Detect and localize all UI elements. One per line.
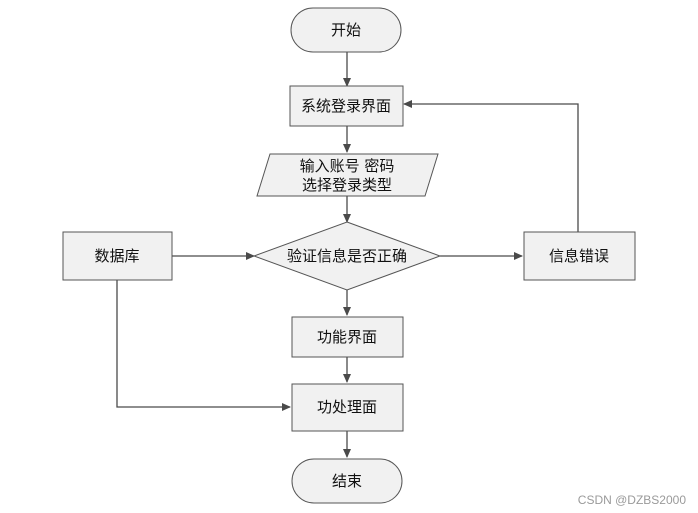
edge-database-to-process (116, 280, 291, 411)
start-label: 开始 (331, 21, 361, 39)
start-terminal (290, 7, 402, 53)
input-parallelogram (256, 153, 439, 197)
watermark: CSDN @DZBS2000 (577, 493, 686, 507)
verify-diamond (252, 221, 442, 291)
function-ui-label: 功能界面 (317, 328, 377, 346)
edge-error-to-login (403, 100, 579, 232)
login-ui-box (289, 85, 404, 127)
function-ui-box (291, 316, 404, 358)
process-ui-label: 功处理面 (317, 398, 377, 416)
process-ui-box (291, 383, 404, 432)
verify-label: 验证信息是否正确 (287, 247, 407, 265)
login-ui-label: 系统登录界面 (301, 97, 391, 115)
error-box (523, 231, 636, 281)
error-label: 信息错误 (549, 247, 609, 265)
database-box (62, 231, 173, 281)
end-label: 结束 (332, 472, 362, 490)
input-label-line2: 选择登录类型 (302, 176, 392, 194)
database-label: 数据库 (94, 247, 139, 265)
input-label-line1: 输入账号 密码 (300, 157, 395, 175)
end-terminal (291, 458, 403, 504)
